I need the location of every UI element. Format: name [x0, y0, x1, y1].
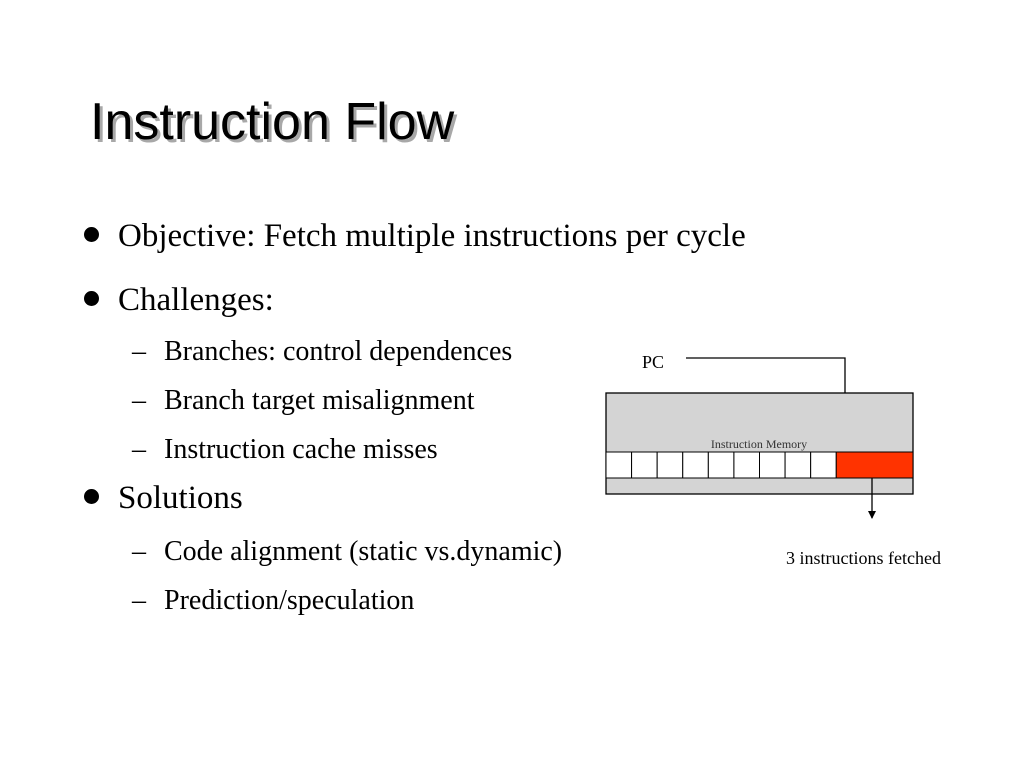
sub-bullet-branches-text: Branches: control dependences	[164, 336, 513, 367]
memory-slot	[682, 451, 709, 479]
memory-slot	[656, 451, 684, 479]
memory-slot	[707, 451, 735, 479]
memory-slot	[810, 451, 837, 479]
sub-bullet-dash: –	[132, 536, 146, 567]
memory-slot	[759, 451, 786, 479]
sub-bullet-dash: –	[132, 385, 146, 416]
sub-bullet-dash: –	[132, 434, 146, 465]
sub-bullet-prediction: –Prediction/speculation	[132, 587, 414, 615]
bullet-challenges-text: Challenges:	[118, 282, 274, 318]
sub-bullet-cache-misses: –Instruction cache misses	[132, 436, 438, 464]
sub-bullet-code-alignment: –Code alignment (static vs.dynamic)	[132, 538, 562, 566]
bullet-dot-icon	[84, 489, 99, 504]
instruction-memory-label: Instruction Memory	[711, 437, 807, 451]
bullet-objective-text: Objective: Fetch multiple instructions p…	[118, 218, 746, 254]
slide-title: Instruction Flow	[90, 93, 455, 151]
sub-bullet-misalignment-text: Branch target misalignment	[164, 385, 475, 416]
sub-bullet-prediction-text: Prediction/speculation	[164, 585, 415, 616]
pc-label: PC	[642, 352, 664, 372]
bullet-challenges: Challenges:	[84, 284, 274, 317]
bullet-objective: Objective: Fetch multiple instructions p…	[84, 220, 746, 253]
sub-bullet-dash: –	[132, 336, 146, 367]
memory-slot	[733, 451, 761, 479]
bullet-dot-icon	[84, 227, 99, 242]
pc-arrow	[686, 357, 849, 451]
sub-bullet-misalignment: –Branch target misalignment	[132, 387, 475, 415]
fetched-label: 3 instructions fetched	[786, 548, 941, 568]
fetched-instructions-block	[835, 451, 914, 479]
bullet-dot-icon	[84, 291, 99, 306]
memory-slot	[631, 451, 658, 479]
sub-bullet-code-alignment-text: Code alignment (static vs.dynamic)	[164, 536, 563, 567]
bullet-solutions-text: Solutions	[118, 480, 243, 516]
sub-bullet-dash: –	[132, 585, 146, 616]
memory-slot	[605, 451, 633, 479]
bullet-solutions: Solutions	[84, 482, 243, 515]
memory-slot-row	[605, 451, 914, 479]
instruction-memory-block	[605, 392, 914, 495]
sub-bullet-branches: –Branches: control dependences	[132, 338, 512, 366]
sub-bullet-cache-misses-text: Instruction cache misses	[164, 434, 438, 465]
memory-slot	[784, 451, 812, 479]
